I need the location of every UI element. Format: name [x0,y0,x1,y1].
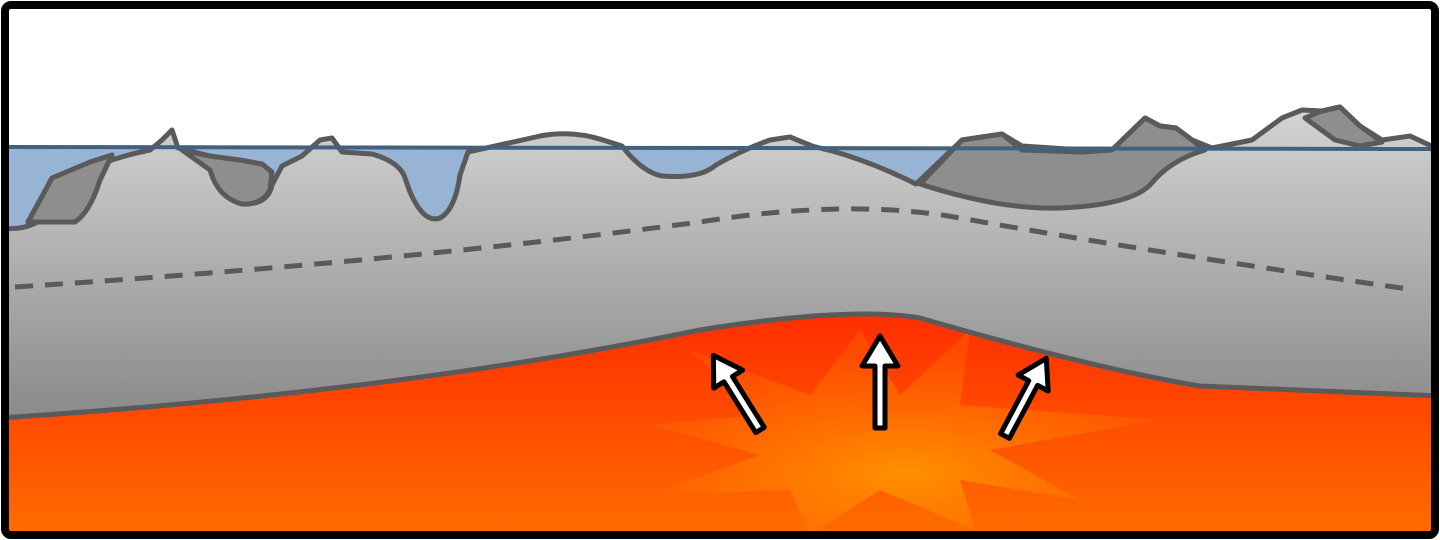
sea-level-line [8,145,1432,151]
mountain-valley [179,147,275,207]
heat-burst [650,330,1160,532]
dashed-boundary [14,206,1416,293]
mountain-right-massif [917,115,1208,211]
arrow-up-right-icon [998,355,1051,441]
mountain-left [25,152,115,225]
mountain-far-right [1302,104,1385,149]
arrow-up-left-icon [710,352,767,436]
arrow-up-icon [859,333,901,431]
